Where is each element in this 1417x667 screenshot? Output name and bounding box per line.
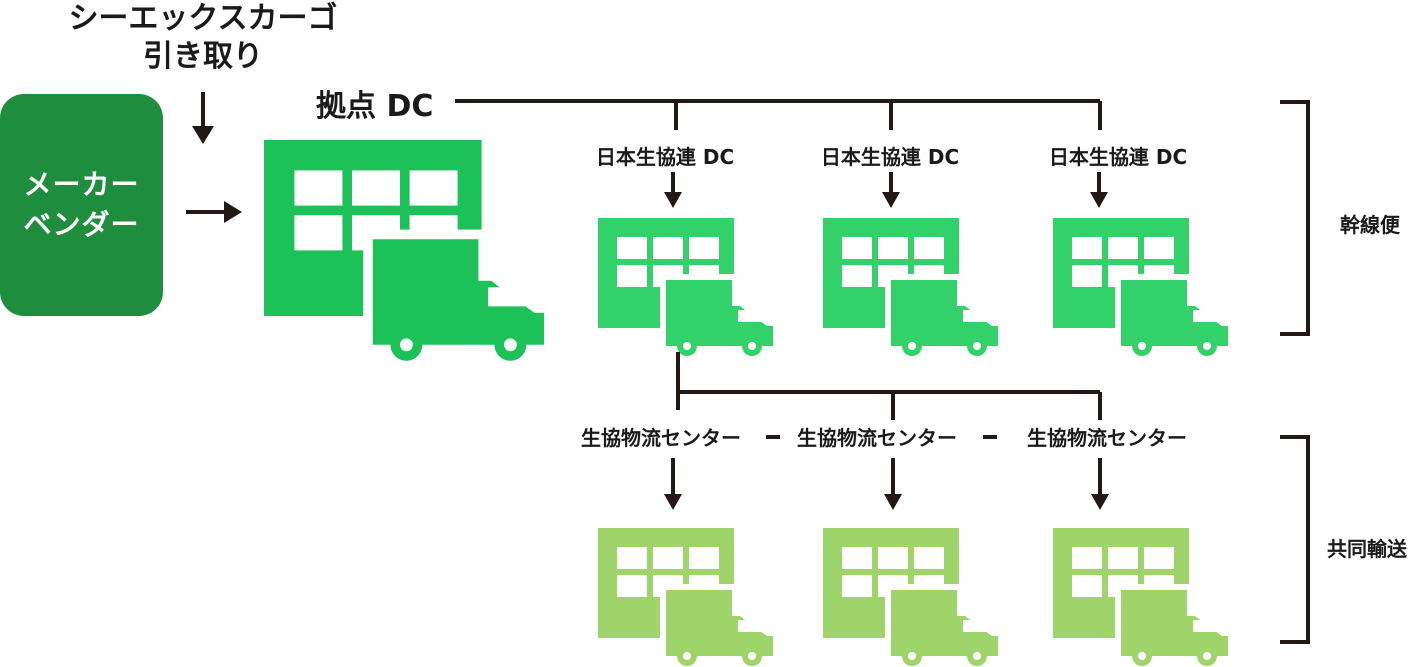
center-distribution-line: [676, 352, 1102, 439]
pickup-label-line1: シーエックスカーゴ: [68, 1, 338, 36]
center-warehouse-icon: [823, 528, 1005, 666]
center-node: 生協物流センター: [1027, 426, 1235, 666]
pickup-label-line2: 引き取り: [143, 39, 263, 74]
trunk-label: 幹線便: [1340, 213, 1401, 237]
vendor-label-line2: ベンダー: [23, 208, 140, 241]
center-label: 生協物流センター: [581, 426, 741, 450]
center-node: 生協物流センター: [581, 426, 780, 666]
pickup-arrow: [192, 92, 214, 144]
center-label: 生協物流センター: [1027, 426, 1187, 450]
trunk-bracket: [1280, 100, 1310, 336]
dc-warehouse-icon: [823, 218, 1005, 356]
dc-label: 日本生協連 DC: [1049, 145, 1187, 169]
vendor-label-line1: メーカー: [23, 168, 140, 201]
hub-label: 拠点 DC: [316, 89, 433, 124]
vendor-box: メーカー ベンダー: [0, 94, 163, 316]
dc-warehouse-icon: [598, 218, 780, 356]
dc-node: 日本生協連 DC: [1049, 145, 1235, 356]
pickup-label: シーエックスカーゴ 引き取り: [40, 0, 366, 76]
vendor-to-hub-arrow: [186, 201, 242, 223]
center-warehouse-icon: [1053, 528, 1235, 666]
dc-label: 日本生協連 DC: [596, 145, 734, 169]
center-node: 生協物流センター: [797, 426, 1005, 666]
joint-bracket: [1280, 435, 1310, 644]
dc-warehouse-icon: [1053, 218, 1235, 356]
dc-node: 日本生協連 DC: [596, 145, 780, 356]
dc-label: 日本生協連 DC: [821, 145, 959, 169]
hub-warehouse-icon: [264, 140, 556, 361]
dc-node: 日本生協連 DC: [821, 145, 1005, 356]
center-label: 生協物流センター: [797, 426, 957, 450]
joint-label: 共同輸送: [1327, 537, 1408, 561]
hub-distribution-line: [455, 99, 1102, 130]
center-warehouse-icon: [598, 528, 780, 666]
